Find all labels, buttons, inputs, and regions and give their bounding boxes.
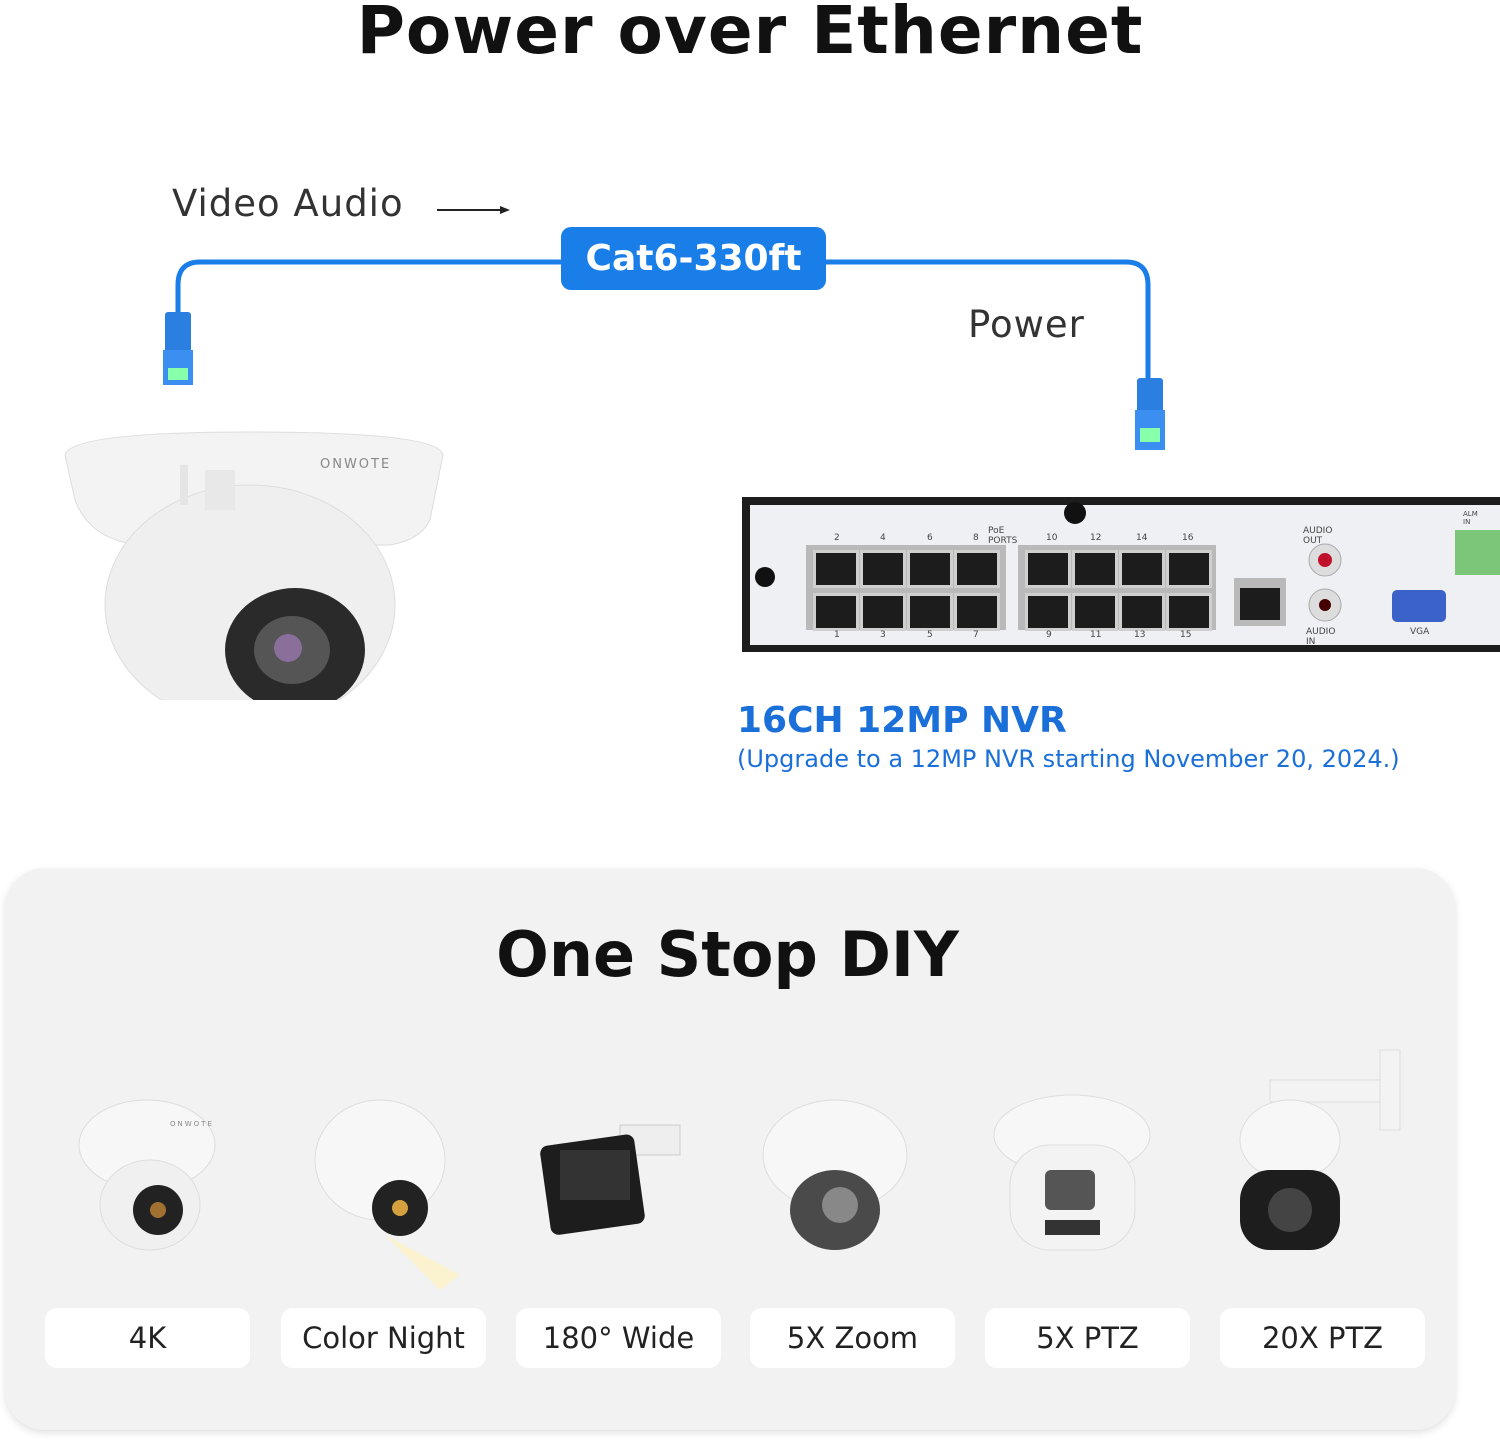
- camera-label-color-night: Color Night: [281, 1308, 486, 1368]
- camera-20x-ptz-image: [1239, 1049, 1401, 1250]
- port-number: 8: [973, 533, 979, 543]
- camera-brand: ONWOTE: [320, 457, 392, 472]
- poe-ports-label: PoE PORTS: [988, 526, 1018, 546]
- vga-label: VGA: [1410, 627, 1430, 637]
- cable-length-badge: Cat6-330ft: [561, 227, 826, 290]
- port-number: 7: [973, 630, 979, 640]
- camera-brand: ONWOTE: [170, 1120, 214, 1128]
- audio-in-label: AUDIO IN: [1306, 627, 1336, 647]
- rj45-connector-icon: [1135, 378, 1165, 450]
- port-number: 10: [1046, 533, 1058, 543]
- rj45-connector-icon: [163, 312, 193, 385]
- nvr-note: (Upgrade to a 12MP NVR starting November…: [737, 745, 1400, 773]
- port-number: 11: [1090, 630, 1102, 640]
- power-label: Power: [968, 303, 1085, 346]
- camera-lineup: [78, 1049, 1401, 1290]
- port-number: 15: [1180, 630, 1192, 640]
- port-number: 5: [927, 630, 933, 640]
- page-title: Power over Ethernet: [356, 0, 1144, 69]
- camera-color-night-image: [314, 1099, 460, 1290]
- port-number: 4: [880, 533, 886, 543]
- port-number: 12: [1090, 533, 1102, 543]
- cable-diagram: [64, 206, 1500, 700]
- port-number: 13: [1134, 630, 1146, 640]
- port-number: 3: [880, 630, 886, 640]
- panel-title: One Stop DIY: [496, 918, 959, 991]
- camera-5x-zoom-image: [762, 1099, 908, 1250]
- port-number: 1: [834, 630, 840, 640]
- camera-5x-ptz-image: [993, 1094, 1151, 1251]
- video-audio-label: Video Audio: [172, 182, 404, 225]
- nvr-name: 16CH 12MP NVR: [737, 700, 1067, 741]
- port-number: 9: [1046, 630, 1052, 640]
- port-number: 6: [927, 533, 933, 543]
- camera-label-5x-ptz: 5X PTZ: [985, 1308, 1190, 1368]
- audio-out-label: AUDIO OUT: [1303, 526, 1333, 546]
- camera-label-4k: 4K: [45, 1308, 250, 1368]
- port-number: 16: [1182, 533, 1194, 543]
- port-number: 14: [1136, 533, 1148, 543]
- alarm-in-label: ALM IN: [1463, 510, 1478, 526]
- camera-4k-image: [78, 1099, 216, 1251]
- arrow-right-icon: [437, 206, 510, 214]
- camera-label-5x-zoom: 5X Zoom: [750, 1308, 955, 1368]
- camera-label-180-wide: 180° Wide: [516, 1308, 721, 1368]
- dome-camera-image: [64, 431, 444, 700]
- camera-180-wide-image: [540, 1124, 681, 1235]
- camera-label-20x-ptz: 20X PTZ: [1220, 1308, 1425, 1368]
- port-number: 2: [834, 533, 840, 543]
